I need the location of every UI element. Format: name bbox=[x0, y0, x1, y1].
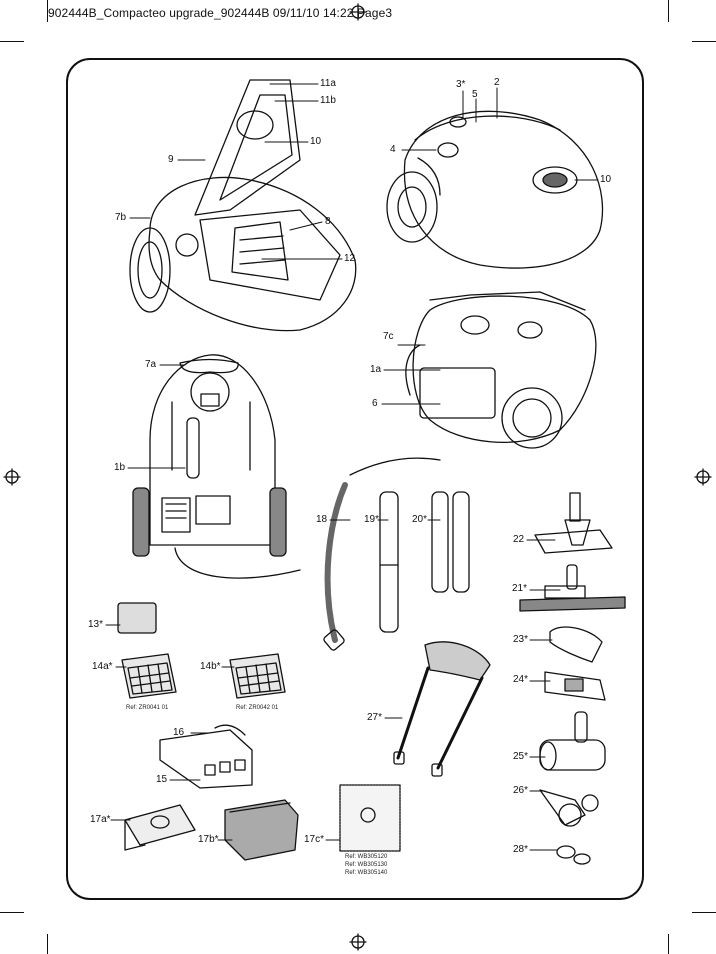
label-10: 10 bbox=[310, 136, 322, 147]
nozzle-22-drawing bbox=[534, 492, 613, 554]
label-11a: 11a bbox=[320, 78, 336, 89]
bag-pack-17c-drawing bbox=[339, 784, 401, 852]
label-12: 12 bbox=[344, 253, 356, 264]
ref-14b: Ref: ZR0042 01 bbox=[236, 705, 279, 711]
label-17c: 17c* bbox=[304, 834, 325, 845]
registration-mark-icon bbox=[694, 468, 712, 486]
label-27: 27* bbox=[367, 712, 383, 723]
vacuum-rear-drawing bbox=[405, 291, 597, 449]
label-1b: 1b bbox=[114, 462, 126, 473]
hose-drawing bbox=[324, 482, 348, 643]
nozzle-26-drawing bbox=[539, 789, 599, 827]
crop-mark-icon bbox=[0, 912, 24, 913]
adapter-28-drawing bbox=[556, 845, 591, 865]
label-7c: 7c bbox=[383, 331, 394, 342]
filter-14a-drawing bbox=[121, 653, 177, 699]
filter-13-drawing bbox=[117, 602, 157, 634]
label-3: 3* bbox=[456, 79, 466, 90]
label-22: 22 bbox=[513, 534, 525, 545]
label-15: 15 bbox=[156, 774, 168, 785]
label-10-closed: 10 bbox=[600, 174, 612, 185]
label-21: 21* bbox=[512, 583, 528, 594]
file-info-header: 902444B_Compacteo upgrade_902444B 09/11/… bbox=[48, 6, 393, 20]
registration-mark-icon bbox=[3, 468, 21, 486]
crop-mark-icon bbox=[668, 0, 669, 22]
label-25: 25* bbox=[513, 751, 529, 762]
label-20: 20* bbox=[412, 514, 428, 525]
strap-27-drawing bbox=[393, 641, 491, 777]
label-17b: 17b* bbox=[198, 834, 219, 845]
label-19: 19* bbox=[364, 514, 380, 525]
label-17a: 17a* bbox=[90, 814, 111, 825]
label-7a: 7a bbox=[145, 359, 157, 370]
registration-mark-icon bbox=[349, 933, 367, 951]
label-28: 28* bbox=[513, 844, 529, 855]
ref-17c-2: Ref: WB305130 bbox=[345, 862, 388, 868]
label-8: 8 bbox=[325, 216, 331, 227]
paper-bag-17a-drawing bbox=[124, 804, 196, 851]
leader-lines bbox=[105, 624, 235, 781]
illustration-frame bbox=[66, 58, 644, 900]
crop-mark-icon bbox=[692, 41, 716, 42]
label-5: 5 bbox=[472, 89, 478, 100]
cloth-bag-17b-drawing bbox=[224, 799, 299, 861]
leader-lines bbox=[127, 364, 186, 469]
nozzle-23-drawing bbox=[549, 626, 603, 663]
nozzle-24-drawing bbox=[544, 671, 606, 701]
vacuum-open-lid-drawing bbox=[129, 79, 357, 332]
label-2: 2 bbox=[494, 77, 500, 88]
label-16: 16 bbox=[173, 727, 185, 738]
leader-lines bbox=[110, 819, 341, 841]
label-11b: 11b bbox=[320, 95, 336, 106]
label-13: 13* bbox=[88, 619, 104, 630]
label-7b: 7b bbox=[115, 212, 127, 223]
ref-14a: Ref: ZR0041 01 bbox=[126, 705, 169, 711]
vacuum-closed-drawing bbox=[386, 110, 604, 269]
extension-tube-drawing bbox=[379, 491, 470, 633]
crop-mark-icon bbox=[0, 41, 24, 42]
ref-17c-3: Ref: WB305140 bbox=[345, 870, 388, 876]
hose-drawing bbox=[323, 457, 441, 651]
label-14a: 14a* bbox=[92, 661, 113, 672]
label-26: 26* bbox=[513, 785, 529, 796]
crop-mark-icon bbox=[668, 934, 669, 954]
leader-lines bbox=[129, 83, 343, 260]
label-14b: 14b* bbox=[200, 661, 221, 672]
leader-lines bbox=[526, 539, 561, 851]
turbo-brush-25-drawing bbox=[539, 711, 606, 771]
filter-14b-drawing bbox=[229, 653, 286, 699]
leader-lines bbox=[401, 87, 599, 181]
label-4: 4 bbox=[390, 144, 396, 155]
ref-17c-1: Ref: WB305120 bbox=[345, 854, 388, 860]
crop-mark-icon bbox=[47, 934, 48, 954]
label-24: 24* bbox=[513, 674, 529, 685]
crop-mark-icon bbox=[47, 0, 48, 22]
label-18: 18 bbox=[316, 514, 328, 525]
label-9: 9 bbox=[168, 154, 174, 165]
label-6: 6 bbox=[372, 398, 378, 409]
vacuum-underside-drawing bbox=[132, 354, 301, 579]
leader-lines bbox=[381, 344, 441, 405]
registration-mark-icon bbox=[349, 3, 367, 21]
nozzle-21-drawing bbox=[519, 564, 626, 612]
label-23: 23* bbox=[513, 634, 529, 645]
crop-mark-icon bbox=[692, 912, 716, 913]
label-1a: 1a bbox=[370, 364, 382, 375]
bag-holder-drawing bbox=[159, 724, 253, 789]
